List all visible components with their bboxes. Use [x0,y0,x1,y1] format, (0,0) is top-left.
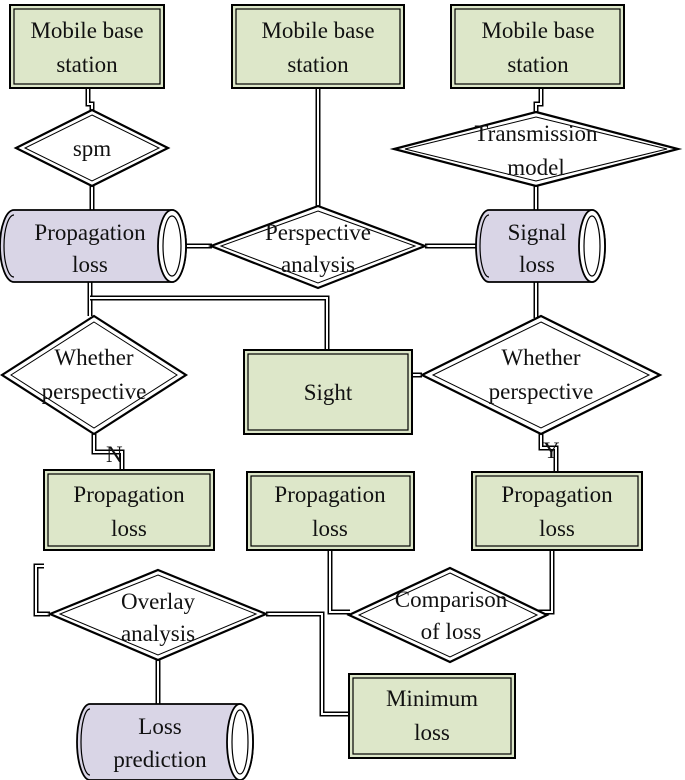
transmission-model-decision: Transmission model [389,110,683,188]
signal-loss-line2: loss [519,252,555,277]
transmission-model-line1: Transmission [474,121,598,146]
overlay-analysis-decision: Overlay analysis [47,568,269,662]
whether-perspective-right-decision: Whether perspective [419,314,663,436]
comparison-of-loss-decision: Comparison of loss [346,566,550,664]
overlay-analysis-line1: Overlay [121,589,196,614]
whether-perspective-left-decision: Whether perspective [0,314,189,436]
overlay-analysis-line2: analysis [121,621,195,646]
comparison-of-loss-line1: Comparison [395,587,508,612]
minimum-loss-line2: loss [414,720,450,745]
propagation-loss-2-line1: Propagation [274,482,386,507]
base-station-2-line2: station [287,52,349,77]
perspective-analysis-decision: Perspective analysis [207,204,429,290]
propagation-loss-3-line2: loss [539,516,575,541]
minimum-loss-box: Minimum loss [348,673,516,759]
propagation-loss-1-line1: Propagation [73,482,185,507]
propagation-loss-store-line2: loss [72,252,108,277]
signal-loss-line1: Signal [508,220,567,245]
connector-prop3-comparison [524,550,555,615]
base-station-3: Mobile base station [450,4,625,89]
edge-label-yes: Y [543,438,560,463]
signal-loss-store: Signal loss [475,209,606,283]
base-station-2: Mobile base station [231,4,405,89]
propagation-loss-box-1: Propagation loss [43,469,215,551]
minimum-loss-line1: Minimum [386,686,478,711]
loss-prediction-line1: Loss [138,714,182,739]
loss-prediction-store: Loss prediction [76,703,254,780]
edge-label-no: N [106,442,123,467]
connector-whether-right-prop3 [538,434,559,472]
connector-overlay-minimum [266,611,350,717]
spm-label: spm [73,136,111,161]
loss-prediction-line2: prediction [113,747,207,772]
propagation-loss-store: Propagation loss [0,209,187,283]
connector-prop2-comparison [327,550,350,615]
perspective-analysis-line2: analysis [281,252,355,277]
base-station-1: Mobile base station [9,4,165,89]
propagation-loss-box-2: Propagation loss [246,471,415,551]
sight-label: Sight [304,380,353,405]
whether-perspective-right-line2: perspective [489,379,594,404]
sight-box: Sight [243,349,413,435]
connector-base1-spm [85,88,95,110]
comparison-of-loss-line2: of loss [421,619,482,644]
perspective-analysis-line1: Perspective [265,220,371,245]
base-station-3-line2: station [507,52,569,77]
propagation-loss-store-line1: Propagation [34,220,146,245]
connector-whether-left-prop1 [91,434,125,470]
svg-text:Sight: Sight [304,380,353,405]
connector-base3-transmission [533,88,544,112]
base-station-1-line2: station [56,52,118,77]
propagation-loss-2-line2: loss [312,516,348,541]
propagation-loss-3-line1: Propagation [501,482,613,507]
connector-prop1-overlay [33,563,50,617]
base-station-2-line1: Mobile base [261,18,374,43]
connector-sight-proploss [90,295,330,350]
whether-perspective-left-line1: Whether [54,345,134,370]
base-station-1-line1: Mobile base [30,18,143,43]
propagation-loss-1-line2: loss [111,516,147,541]
transmission-model-line2: model [507,155,565,180]
whether-perspective-right-line1: Whether [501,345,581,370]
base-station-3-line1: Mobile base [481,18,594,43]
spm-decision: spm [13,108,171,188]
propagation-loss-box-3: Propagation loss [471,471,643,551]
svg-text:spm: spm [73,136,111,161]
whether-perspective-left-line2: perspective [42,379,147,404]
